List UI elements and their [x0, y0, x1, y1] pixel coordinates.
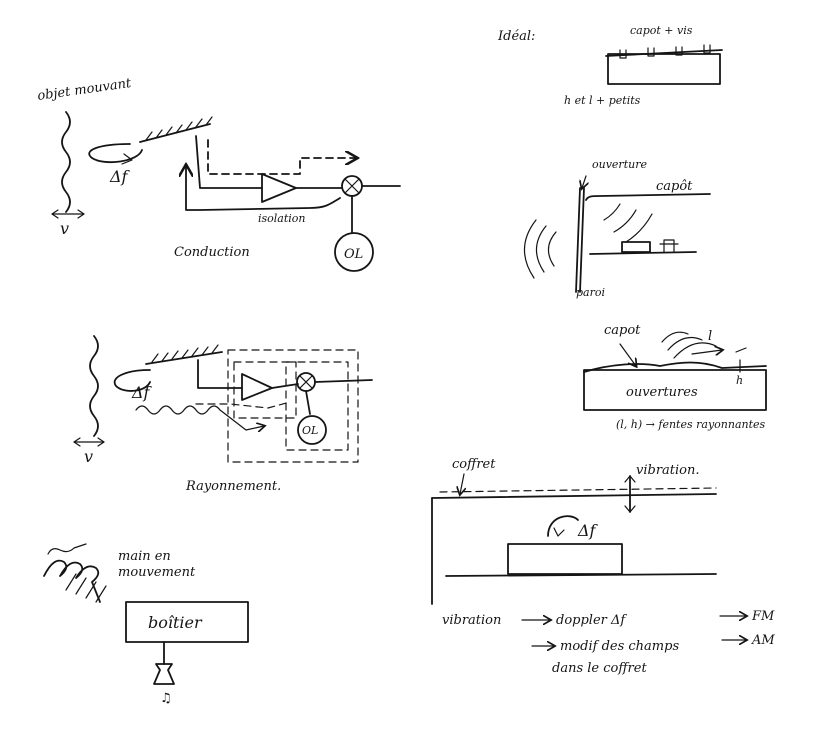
- coffret-doppler-label: Δf: [577, 521, 599, 540]
- internal-board-box: [507, 543, 623, 575]
- internal-board: [589, 251, 697, 255]
- notes-line1-right: FM: [751, 609, 775, 624]
- slots-diagram: capot l h ouvertures (l, h) → fentes ray…: [583, 323, 767, 431]
- lo-label: OL: [344, 247, 363, 262]
- moving-object-label: objet mouvant: [36, 76, 132, 104]
- coffret-diagram: coffret vibration. Δf: [431, 457, 717, 605]
- doppler-curve: [547, 515, 579, 537]
- opening-label: ouverture: [592, 158, 647, 171]
- hand-label-line2: mouvement: [118, 565, 196, 580]
- moving-object-wave-2: [89, 335, 99, 437]
- amplifier-triangle-2: [241, 373, 273, 401]
- local-oscillator-circle-2: [297, 415, 327, 445]
- ideal-box: [607, 53, 721, 85]
- doppler-loop: [88, 143, 143, 164]
- doppler-label-2: Δf: [131, 383, 153, 402]
- hand-label-line1: main en: [118, 549, 171, 564]
- signal-path: [195, 135, 263, 189]
- radiation-diagram: v Δf OL Rayonnement.: [73, 335, 373, 494]
- speaker-icon: [153, 663, 175, 685]
- antenna-line: [139, 123, 211, 143]
- notes-block: vibration doppler Δf FM modif des champs…: [442, 609, 775, 676]
- antenna-hatching-2: [151, 344, 219, 363]
- ideal-caption: h et l + petits: [564, 94, 641, 107]
- notes-line3: dans le coffret: [552, 661, 647, 676]
- radiated-arcs: [661, 331, 717, 359]
- slots-box: [583, 369, 767, 411]
- radiated-wave-2: [195, 401, 291, 409]
- leakage-path: [207, 139, 356, 175]
- amplifier-triangle: [261, 173, 297, 203]
- hand-box-diagram: main en mouvement boîtier ♫: [43, 543, 249, 706]
- opening-diagram: ouverture capôt paroi: [523, 158, 711, 299]
- wall-line: [575, 187, 581, 293]
- coffret-label: coffret: [452, 457, 496, 472]
- outer-shield-box: [227, 349, 359, 463]
- hand-sketch: [47, 543, 87, 555]
- conduction-diagram: objet mouvant v Δf OL isolation Conducti…: [36, 76, 401, 272]
- h-label: h: [736, 374, 743, 387]
- coffret-top-vibrated: [439, 487, 717, 493]
- notes-line1-left: vibration: [442, 613, 501, 628]
- openings-label: ouvertures: [626, 385, 698, 400]
- notes-line1-mid: doppler Δf: [556, 613, 627, 628]
- cover-label-2: capôt: [656, 179, 693, 194]
- notes-line2-right: AM: [751, 633, 775, 648]
- radiated-wave-1: [135, 405, 264, 430]
- ideal-title: Idéal:: [497, 29, 535, 44]
- ideal-screws: [619, 44, 711, 59]
- velocity-symbol-2: v: [84, 447, 93, 466]
- isolation-label: isolation: [258, 212, 306, 225]
- lo-label-2: OL: [302, 424, 318, 437]
- enclosure-label: boîtier: [148, 613, 203, 632]
- antenna-hatching: [145, 116, 213, 141]
- music-note-icon: ♫: [160, 691, 172, 706]
- component-2: [659, 239, 679, 253]
- coffret-top: [431, 493, 717, 499]
- enclosure-box: [125, 601, 249, 643]
- cover-line: [585, 193, 711, 201]
- wall-label: paroi: [576, 286, 605, 299]
- radiation-caption: Rayonnement.: [185, 479, 281, 494]
- doppler-label: Δf: [109, 167, 131, 186]
- mixer-shield-box: [285, 361, 349, 451]
- wavy-cover: [583, 361, 767, 373]
- slots-caption: (l, h) → fentes rayonnantes: [616, 418, 766, 431]
- inner-waves: [603, 203, 653, 243]
- doppler-loop-2: [113, 369, 151, 392]
- moving-object-wave: [61, 111, 71, 213]
- ideal-diagram: Idéal: capot + vis h et l + petits: [497, 24, 723, 107]
- component-block: [621, 241, 651, 253]
- amp-shield-box: [233, 361, 297, 419]
- l-label: l: [708, 329, 712, 344]
- velocity-symbol: v: [60, 219, 69, 238]
- notes-line2-mid: modif des champs: [560, 639, 679, 654]
- conduction-path: [186, 166, 341, 211]
- cover-label-3: capot: [604, 323, 641, 338]
- conduction-caption: Conduction: [174, 245, 250, 260]
- ideal-cover-label: capot + vis: [630, 24, 693, 37]
- vibration-label: vibration.: [636, 463, 700, 478]
- outer-waves: [523, 219, 557, 279]
- local-oscillator-circle: [334, 232, 374, 272]
- coffret-floor: [445, 573, 717, 577]
